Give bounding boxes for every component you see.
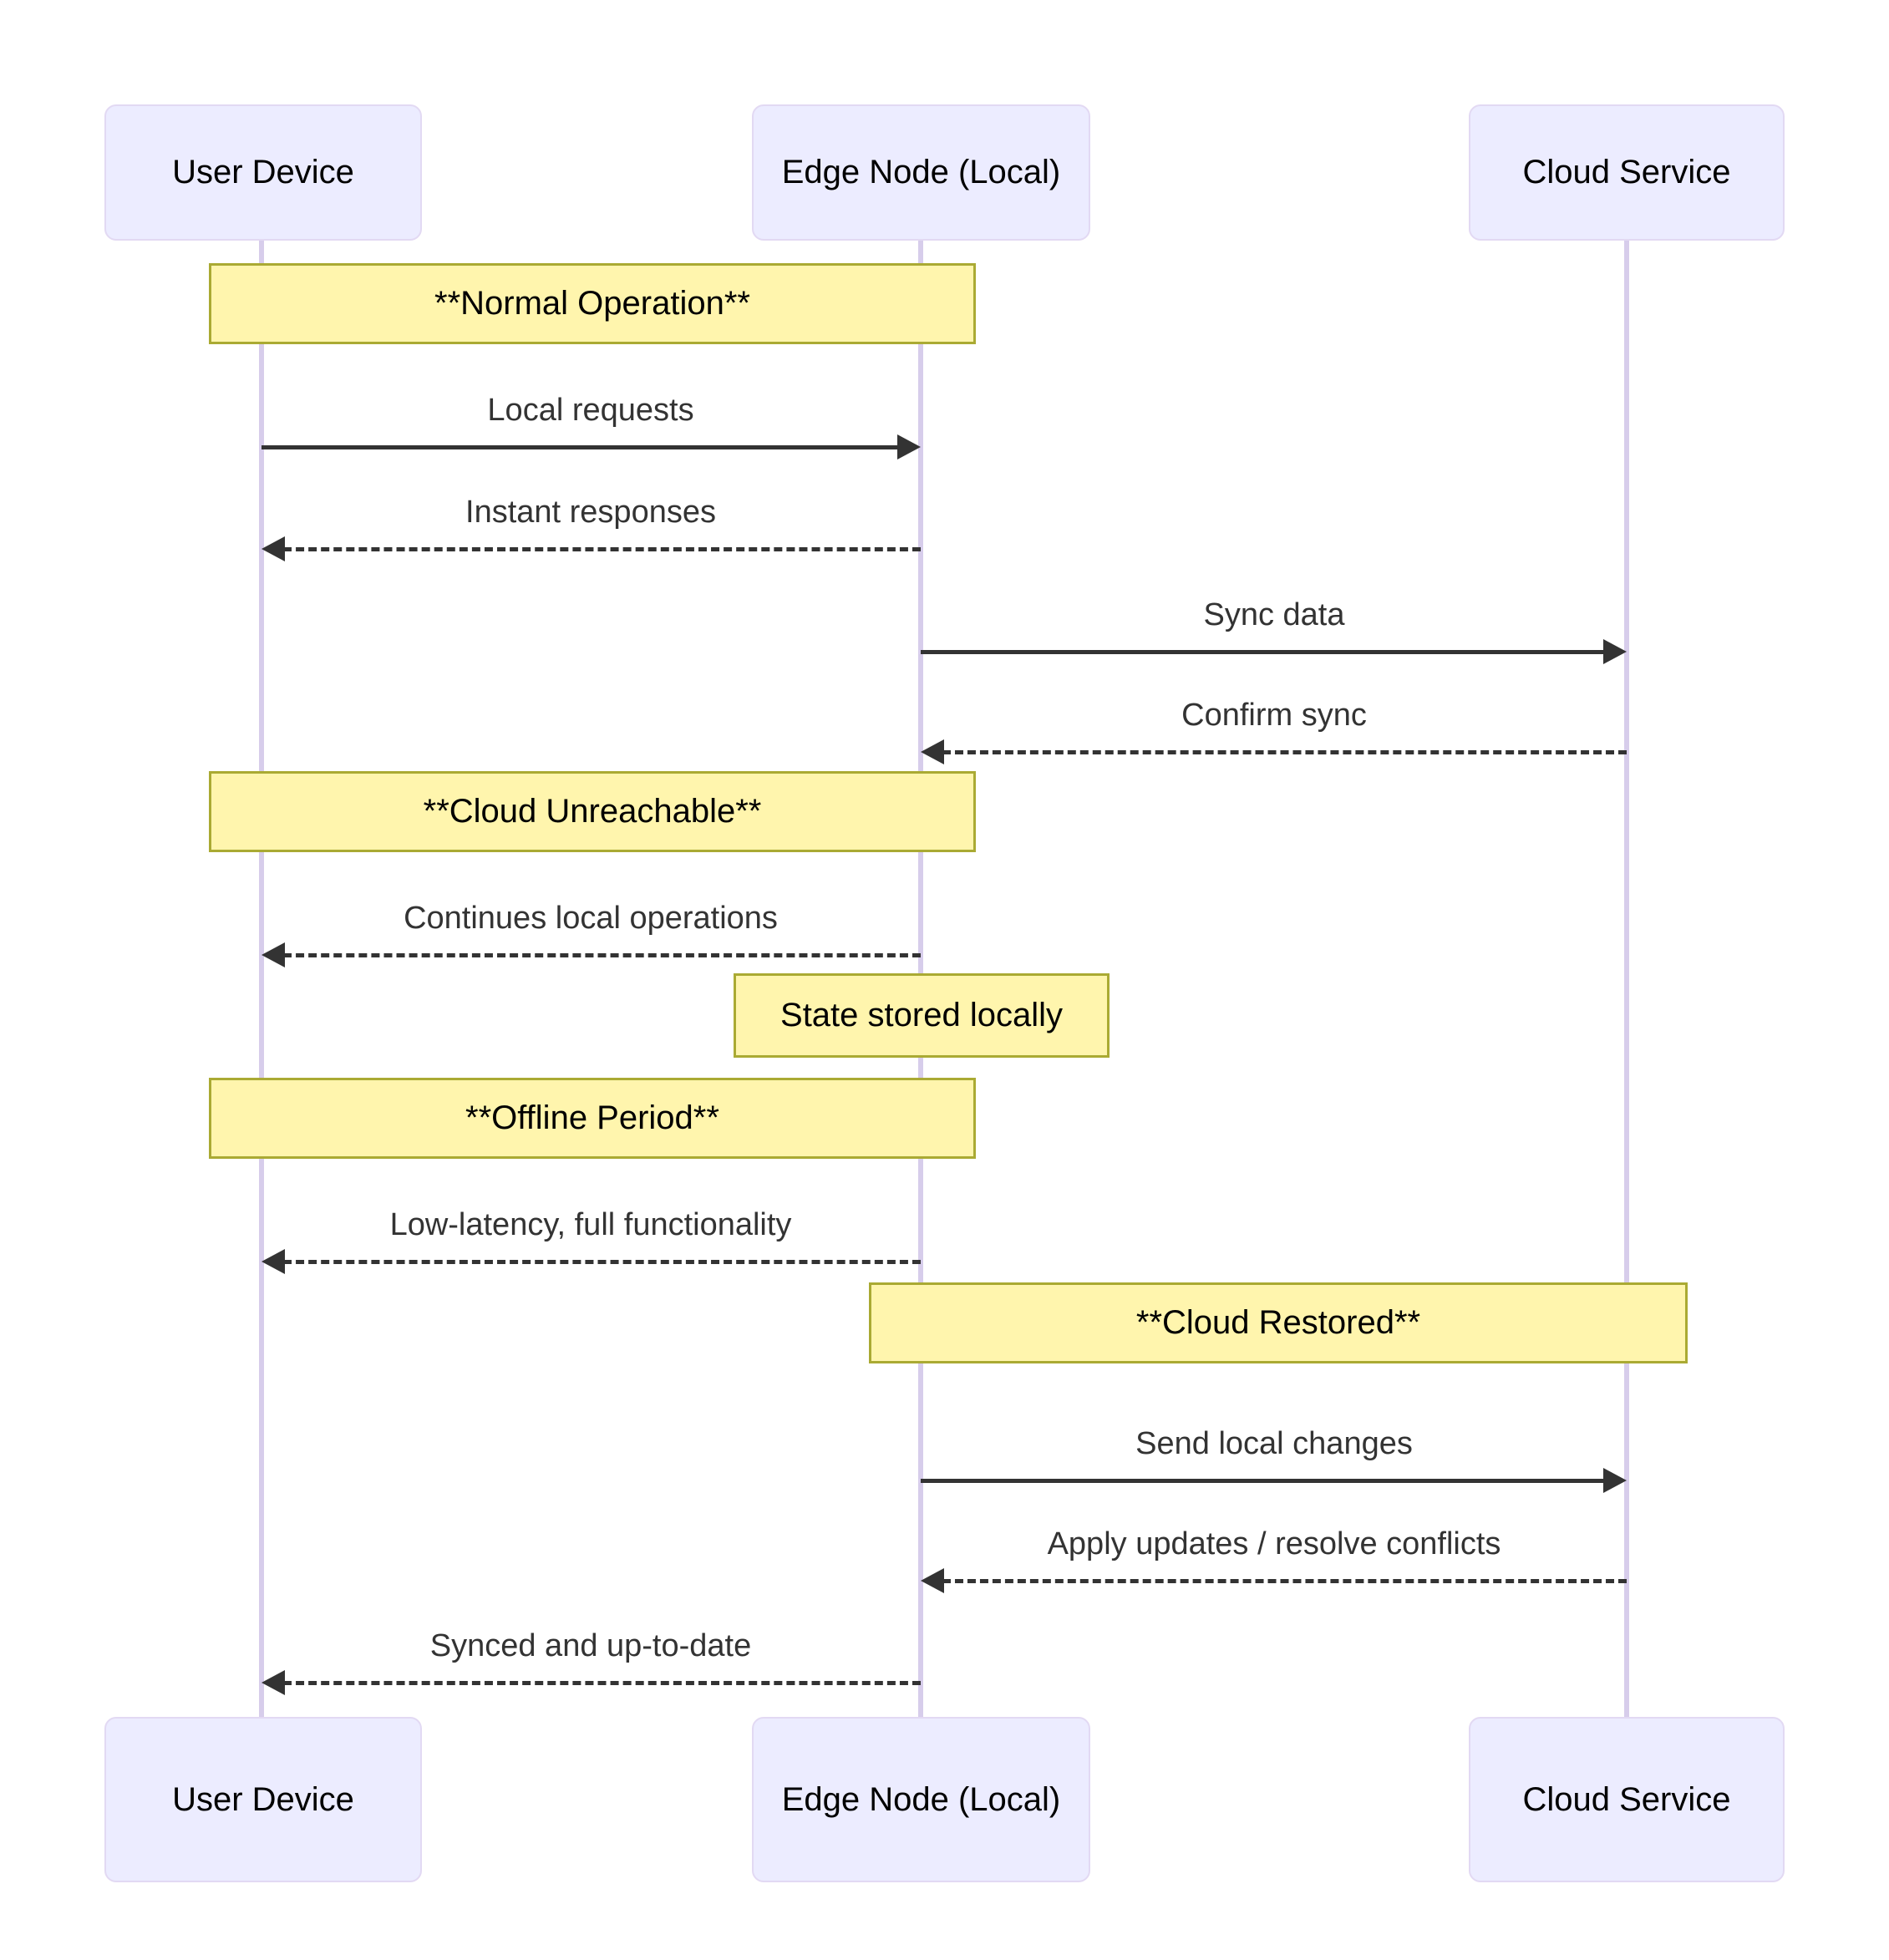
arrow-head-msg-local-requests	[897, 434, 921, 460]
message-line-msg-continues-local-operations	[283, 953, 921, 957]
note-cloud-restored: **Cloud Restored**	[869, 1282, 1688, 1363]
actor-box-top-user-device[interactable]: User Device	[104, 104, 422, 241]
actor-label-top-cloud-service: Cloud Service	[1522, 154, 1731, 190]
note-normal-operation: **Normal Operation**	[209, 263, 976, 344]
note-cloud-restored-label: **Cloud Restored**	[1135, 1304, 1421, 1341]
note-cloud-unreachable: **Cloud Unreachable**	[209, 771, 976, 852]
lifeline-cloud-service	[1624, 241, 1629, 1717]
arrow-head-msg-send-local-changes	[1603, 1468, 1627, 1493]
actor-label-top-user-device: User Device	[172, 154, 354, 190]
message-line-msg-confirm-sync	[942, 750, 1627, 754]
message-line-msg-low-latency-full-functionality	[283, 1260, 921, 1264]
message-line-msg-local-requests	[262, 445, 899, 449]
actor-label-bottom-cloud-service: Cloud Service	[1522, 1780, 1731, 1818]
message-line-msg-sync-data	[921, 650, 1605, 654]
message-label-msg-continues-local-operations: Continues local operations	[404, 901, 778, 936]
note-offline-period: **Offline Period**	[209, 1078, 976, 1159]
message-line-msg-synced-and-up-to-date	[283, 1681, 921, 1685]
note-normal-operation-label: **Normal Operation**	[434, 285, 750, 322]
note-state-stored-locally-label: State stored locally	[780, 997, 1063, 1033]
note-offline-period-label: **Offline Period**	[465, 1099, 719, 1136]
arrow-head-msg-sync-data	[1603, 639, 1627, 664]
arrow-head-msg-synced-and-up-to-date	[262, 1670, 285, 1695]
message-line-msg-send-local-changes	[921, 1479, 1605, 1483]
message-label-msg-low-latency-full-functionality: Low-latency, full functionality	[389, 1207, 792, 1242]
note-state-stored-locally: State stored locally	[734, 973, 1110, 1058]
message-label-msg-sync-data: Sync data	[1203, 597, 1345, 632]
actor-label-top-edge-node: Edge Node (Local)	[781, 154, 1061, 190]
actor-box-top-edge-node[interactable]: Edge Node (Local)	[752, 104, 1090, 241]
actor-label-bottom-edge-node: Edge Node (Local)	[781, 1780, 1061, 1818]
message-label-msg-send-local-changes: Send local changes	[1135, 1426, 1413, 1461]
message-label-msg-instant-responses: Instant responses	[465, 495, 716, 530]
message-label-msg-synced-and-up-to-date: Synced and up-to-date	[429, 1628, 752, 1663]
lifeline-user-device	[259, 241, 264, 1717]
actor-label-bottom-user-device: User Device	[172, 1780, 354, 1818]
actor-box-bottom-cloud-service[interactable]: Cloud Service	[1469, 1717, 1785, 1882]
arrow-head-msg-instant-responses	[262, 536, 285, 561]
arrow-head-msg-low-latency-full-functionality	[262, 1249, 285, 1274]
message-label-msg-confirm-sync: Confirm sync	[1181, 698, 1367, 733]
message-label-msg-apply-updates-resolve-conflicts: Apply updates / resolve conflicts	[1047, 1526, 1501, 1561]
actor-box-top-cloud-service[interactable]: Cloud Service	[1469, 104, 1785, 241]
arrow-head-msg-apply-updates-resolve-conflicts	[921, 1568, 944, 1593]
actor-box-bottom-user-device[interactable]: User Device	[104, 1717, 422, 1882]
message-label-msg-local-requests: Local requests	[487, 393, 694, 428]
message-line-msg-apply-updates-resolve-conflicts	[942, 1579, 1627, 1583]
arrow-head-msg-confirm-sync	[921, 739, 944, 764]
actor-box-bottom-edge-node[interactable]: Edge Node (Local)	[752, 1717, 1090, 1882]
message-line-msg-instant-responses	[283, 547, 921, 551]
arrow-head-msg-continues-local-operations	[262, 942, 285, 967]
note-cloud-unreachable-label: **Cloud Unreachable**	[423, 793, 762, 830]
